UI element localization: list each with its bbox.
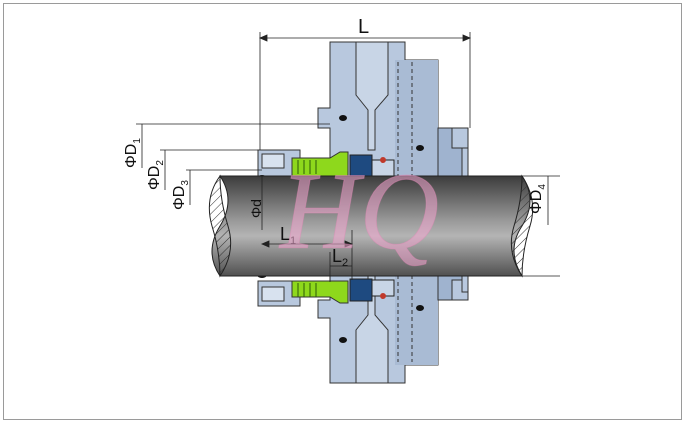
label-D1: ΦD [123,144,140,168]
svg-text:ΦD3: ΦD3 [171,180,191,210]
svg-text:ΦD1: ΦD1 [123,138,143,168]
dimension-labels: L ΦD1 ΦD2 ΦD3 ΦD4 Φd L1 L2 [123,16,548,269]
label-L2: L [332,246,342,266]
frame-border [3,3,682,420]
dimension-lines [136,32,560,282]
watermark-logo: HQ [278,150,439,272]
label-D3-sub: 3 [180,180,191,186]
seal-faces [349,154,395,302]
label-D4-sub: 4 [537,184,548,190]
shaft [208,174,534,278]
spring-assembly [291,151,349,304]
svg-text:L1: L1 [280,224,296,247]
label-L1-sub: 1 [290,235,296,247]
svg-text:L2: L2 [332,246,348,269]
label-D3: ΦD [171,186,188,210]
label-L: L [358,16,369,38]
label-D2-sub: 2 [155,160,166,166]
label-L1: L [280,224,290,244]
svg-text:ΦD4: ΦD4 [528,184,548,214]
label-D2: ΦD [146,166,163,190]
label-D4: ΦD [528,190,545,214]
label-D1-sub: 1 [132,138,143,144]
svg-text:ΦD2: ΦD2 [146,160,166,190]
label-L2-sub: 2 [342,257,348,269]
label-d: Φd [248,199,264,218]
